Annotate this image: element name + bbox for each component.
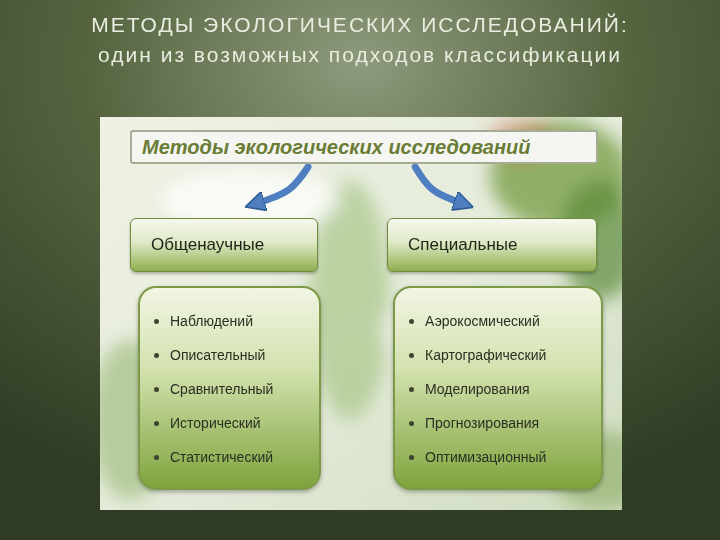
bullet-dot xyxy=(154,387,159,392)
list-item: Статистический xyxy=(154,440,309,474)
bullet-dot xyxy=(409,455,414,460)
method-name: Статистический xyxy=(170,449,273,465)
list-item: Описательный xyxy=(154,338,309,372)
box-title: Специальные xyxy=(408,235,517,254)
bullet-dot xyxy=(409,319,414,324)
list-box: НаблюденийОписательныйСравнительныйИстор… xyxy=(138,286,321,490)
bullet-dot xyxy=(409,421,414,426)
method-name: Наблюдений xyxy=(170,313,253,329)
bullet-dot xyxy=(409,353,414,358)
box-label: Специальные xyxy=(408,235,517,255)
box-label: Общенаучные xyxy=(151,235,264,255)
category-box: Специальные xyxy=(387,218,597,272)
list-item: Наблюдений xyxy=(154,304,309,338)
method-name: Картографический xyxy=(425,347,546,363)
box-label: Методы экологических исследований xyxy=(142,136,530,159)
list-item: Прогнозирования xyxy=(409,406,591,440)
method-name: Оптимизационный xyxy=(425,449,546,465)
bullet-dot xyxy=(154,319,159,324)
method-name: Моделирования xyxy=(425,381,530,397)
list-item: Оптимизационный xyxy=(409,440,591,474)
foliage-illustration xyxy=(100,118,622,510)
list-item: Моделирования xyxy=(409,372,591,406)
list-item: Сравнительный xyxy=(154,372,309,406)
box-title: Общенаучные xyxy=(151,235,264,254)
method-name: Исторический xyxy=(170,415,261,431)
root-box: Методы экологических исследований xyxy=(130,130,598,164)
list-item: Исторический xyxy=(154,406,309,440)
bullet-dot xyxy=(154,353,159,358)
list-item: Аэрокосмический xyxy=(409,304,591,338)
bullet-dot xyxy=(409,387,414,392)
list-box: АэрокосмическийКартографическийМоделиров… xyxy=(393,286,603,490)
block-arrow xyxy=(415,167,464,204)
slide-title: МЕТОДЫ ЭКОЛОГИЧЕСКИХ ИССЛЕДОВАНИЙ: один … xyxy=(60,10,660,70)
list-item: Картографический xyxy=(409,338,591,372)
box-title: Методы экологических исследований xyxy=(142,136,530,158)
category-box: Общенаучные xyxy=(130,218,318,272)
method-name: Прогнозирования xyxy=(425,415,539,431)
method-name: Описательный xyxy=(170,347,265,363)
block-arrow xyxy=(255,167,308,204)
method-name: Сравнительный xyxy=(170,381,273,397)
bullet-dot xyxy=(154,421,159,426)
method-name: Аэрокосмический xyxy=(425,313,540,329)
bullet-dot xyxy=(154,455,159,460)
